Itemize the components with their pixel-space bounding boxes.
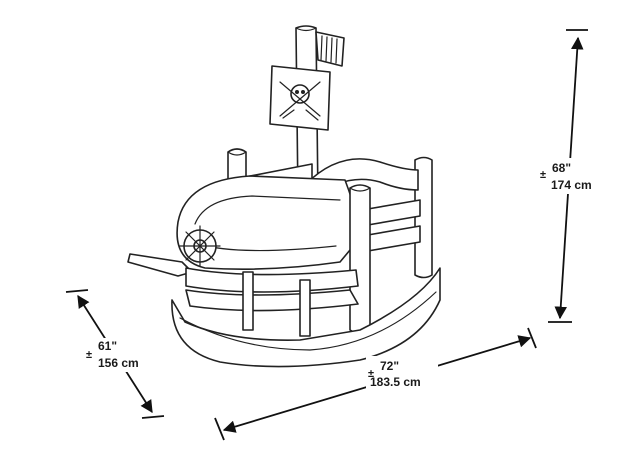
width-dimension: ± 61" 156 cm xyxy=(65,289,165,419)
length-imperial: 72" xyxy=(380,359,399,373)
length-metric: 183.5 cm xyxy=(370,375,421,389)
width-metric: 156 cm xyxy=(98,356,139,370)
bowsprit xyxy=(127,253,193,277)
length-plusminus: ± xyxy=(368,368,374,380)
pirate-ship-illustration xyxy=(127,25,441,368)
height-dimension: ± 68" 174 cm xyxy=(540,29,600,323)
width-plusminus: ± xyxy=(86,349,92,361)
length-dimension: ± 72" 183.5 cm xyxy=(214,327,537,441)
ship-wheel-icon xyxy=(179,225,221,267)
bow-ring xyxy=(176,175,361,270)
top-flag xyxy=(315,31,345,67)
right-post xyxy=(349,184,371,334)
height-imperial: 68" xyxy=(552,161,571,175)
skull-crossbones-flag-icon xyxy=(269,65,331,131)
height-plusminus: ± xyxy=(540,169,546,181)
width-imperial: 61" xyxy=(98,339,117,353)
hull-posts xyxy=(242,271,311,337)
hull-rails xyxy=(185,267,359,312)
height-metric: 174 cm xyxy=(551,178,592,192)
